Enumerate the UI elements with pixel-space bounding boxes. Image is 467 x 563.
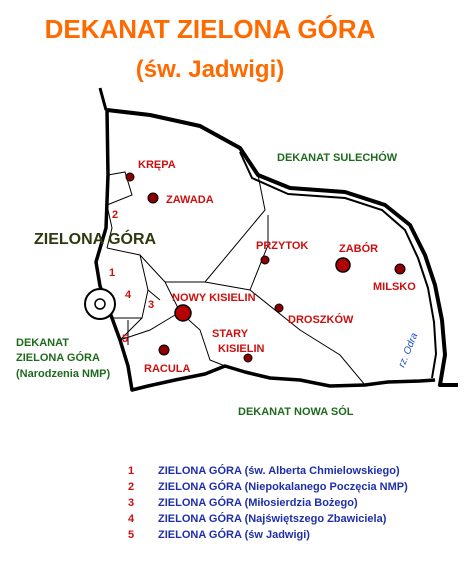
church-marker-krepa xyxy=(125,172,135,182)
place-label-racula: RACULA xyxy=(144,363,190,375)
parish-number-1: 1 xyxy=(109,267,115,279)
church-marker-zawada xyxy=(147,192,159,204)
church-marker-milsko xyxy=(394,263,406,275)
legend-text: ZIELONA GÓRA (Niepokalanego Poczęcia NMP… xyxy=(158,481,408,493)
neighbor-label-north: DEKANAT SULECHÓW xyxy=(277,151,398,164)
legend-number: 4 xyxy=(128,513,135,525)
church-marker-racula xyxy=(158,344,170,356)
legend-item: 1 ZIELONA GÓRA (św. Alberta Chmielowskieg… xyxy=(128,463,408,479)
neighbor-label-west-line1: DEKANAT xyxy=(16,337,69,349)
city-label: ZIELONA GÓRA xyxy=(34,229,157,248)
place-label-krepa: KRĘPA xyxy=(138,159,176,171)
church-marker-zabor xyxy=(335,257,351,273)
parish-boundaries xyxy=(106,171,366,386)
legend-number: 1 xyxy=(128,465,135,477)
place-label-zabor: ZABÓR xyxy=(339,242,378,255)
place-label-stary-kisielin-line2: KISIELIN xyxy=(218,343,265,355)
legend-item: 4 ZIELONA GÓRA (Najświętszego Zbawiciela) xyxy=(128,511,408,527)
place-label-milsko: MILSKO xyxy=(373,281,416,293)
neighbor-label-west-line2: ZIELONA GÓRA xyxy=(16,351,100,364)
place-label-zawada: ZAWADA xyxy=(166,194,214,206)
neighbor-label-west-line3: (Narodzenia NMP) xyxy=(16,368,110,380)
legend-item: 5 ZIELONA GÓRA (św Jadwigi) xyxy=(128,527,408,543)
map-title: DEKANAT ZIELONA GÓRA xyxy=(44,14,376,44)
neighbor-label-south: DEKANAT NOWA SÓL xyxy=(238,405,354,418)
legend-number: 2 xyxy=(128,481,135,493)
legend-item: 2 ZIELONA GÓRA (Niepokalanego Poczęcia NM… xyxy=(128,479,408,495)
legend: 1 ZIELONA GÓRA (św. Alberta Chmielowskieg… xyxy=(128,463,408,543)
legend-text: ZIELONA GÓRA (Miłosierdzia Bożego) xyxy=(158,497,358,509)
legend-text: ZIELONA GÓRA (św Jadwigi) xyxy=(158,529,310,541)
place-label-droszkow: DROSZKÓW xyxy=(288,313,354,326)
map-subtitle: (św. Jadwigi) xyxy=(135,56,285,83)
parish-number-2: 2 xyxy=(112,209,118,221)
church-marker-nowy-kisielin xyxy=(174,304,192,322)
church-marker-przytok xyxy=(260,255,270,265)
legend-number: 5 xyxy=(128,529,135,541)
church-markers xyxy=(125,172,406,363)
place-label-przytok: PRZYTOK xyxy=(256,240,308,252)
river-label: rz. Odra xyxy=(397,331,421,369)
legend-number: 3 xyxy=(128,497,135,509)
church-marker-stary-kisielin xyxy=(243,353,253,363)
legend-text: ZIELONA GÓRA (św. Alberta Chmielowskiego… xyxy=(158,465,400,477)
place-label-stary-kisielin-line1: STARY xyxy=(212,328,249,340)
deanery-border xyxy=(94,109,436,392)
place-label-nowy-kisielin: NOWY KISIELIN xyxy=(172,292,256,304)
parish-number-4: 4 xyxy=(125,289,132,301)
deanery-map: KRĘPA ZAWADA PRZYTOK ZABÓR MILSKO NOWY K… xyxy=(16,87,458,418)
parish-number-3: 3 xyxy=(148,299,154,311)
parish-number-5: 5 xyxy=(122,333,128,345)
church-marker-droszkow xyxy=(274,303,284,313)
river-odra xyxy=(106,108,458,387)
legend-text: ZIELONA GÓRA (Najświętszego Zbawiciela) xyxy=(158,513,387,525)
legend-item: 3 ZIELONA GÓRA (Miłosierdzia Bożego) xyxy=(128,495,408,511)
